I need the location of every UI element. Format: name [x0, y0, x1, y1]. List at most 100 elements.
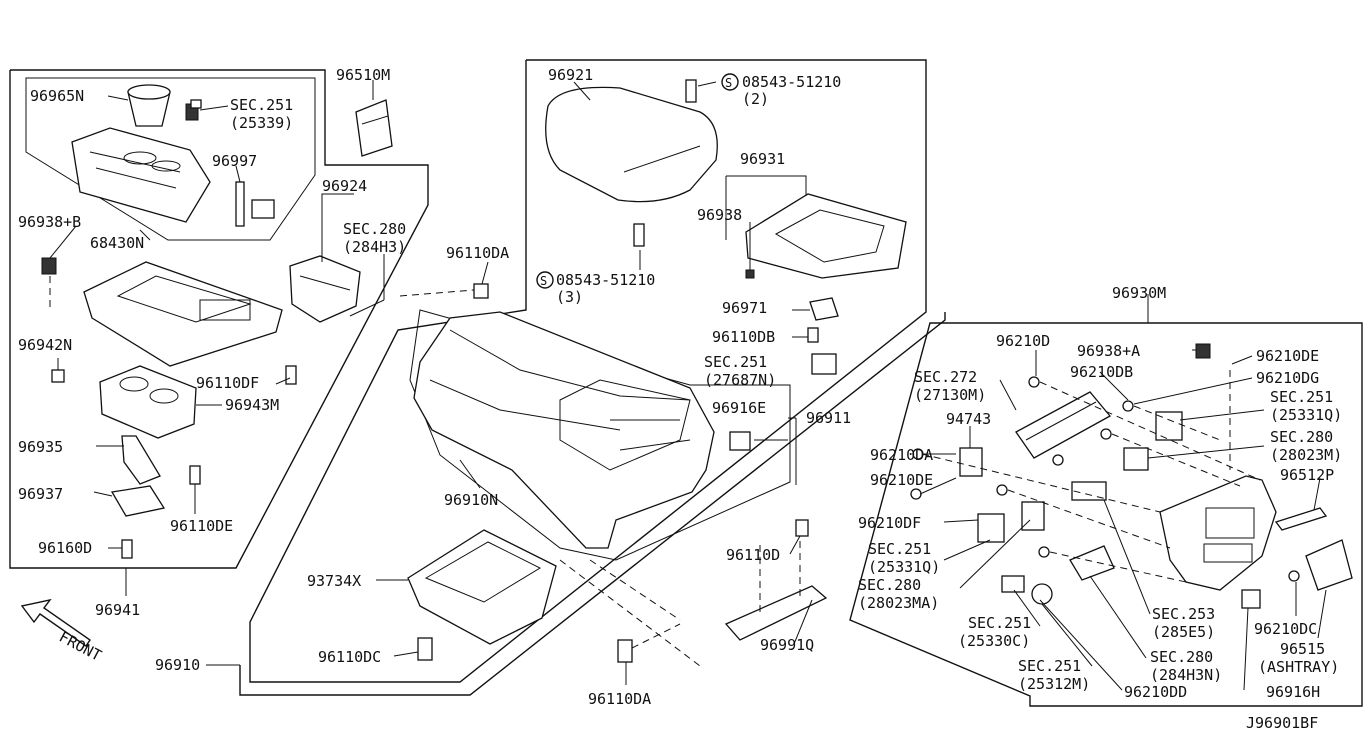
label-96991Q: 96991Q — [760, 636, 814, 654]
label-bolt-mid: 08543-51210 — [556, 271, 655, 289]
socket-25330C — [1001, 575, 1025, 593]
screw-96942N — [51, 369, 65, 383]
label-96943M: 96943M — [225, 396, 279, 414]
label-96110DE-left: 96110DE — [170, 517, 233, 535]
label-96942N: 96942N — [18, 336, 72, 354]
label-96997: 96997 — [212, 152, 257, 170]
label-96916H: 96916H — [1266, 683, 1320, 701]
label-96921: 96921 — [548, 66, 593, 84]
label-sec251-a-sub: (25339) — [230, 114, 293, 132]
finisher-68430N — [71, 127, 211, 223]
unit-28023M — [1123, 447, 1149, 471]
label-96210DC-right: 96210DC — [1254, 620, 1317, 638]
label-96210DB-right: 96210DB — [1070, 363, 1133, 381]
label-96110DF-left: 96110DF — [196, 374, 259, 392]
label-96911: 96911 — [806, 409, 851, 427]
label-bolt-mid-qty: (3) — [556, 288, 583, 306]
label-sec272: SEC.272 — [914, 368, 977, 386]
label-sec253: SEC.253 — [1152, 605, 1215, 623]
unit-28023MA — [1021, 501, 1045, 531]
label-sec272-sub: (27130M) — [914, 386, 986, 404]
label-96971: 96971 — [722, 299, 767, 317]
label-96110DA-bottom: 96110DA — [588, 690, 651, 708]
screw-96110DC-left — [417, 637, 433, 661]
panel-96512P — [1274, 507, 1328, 531]
label-96110DA-top: 96110DA — [446, 244, 509, 262]
bracket-96924 — [289, 255, 361, 323]
svg-text:S: S — [725, 76, 732, 90]
clip-96916E — [729, 431, 751, 451]
label-sec280-d: SEC.280 — [1150, 648, 1213, 666]
label-sec251-f: SEC.251 — [1018, 657, 1081, 675]
part-labels: 96965N SEC.251 (25339) 96997 96510M 9692… — [18, 66, 1342, 732]
cupholder-96943M — [99, 365, 197, 439]
screw-96110DF-left — [285, 365, 297, 385]
console-body-96910N — [413, 311, 715, 549]
label-96210DA-right: 96210DA — [870, 446, 933, 464]
label-96210DE-right: 96210DE — [1256, 347, 1319, 365]
storage-bin-93734X — [407, 529, 557, 645]
bracket-96937 — [110, 485, 166, 517]
label-sec280-a-sub: (284H3) — [343, 238, 406, 256]
screw-96160D — [121, 539, 133, 559]
label-sec251-a: SEC.251 — [230, 96, 293, 114]
clip-25339 — [185, 99, 202, 121]
bracket-96510M — [355, 99, 393, 157]
bolt-96110DA-top — [399, 283, 489, 299]
label-96937: 96937 — [18, 485, 63, 503]
screw-96110DE-left — [189, 465, 201, 485]
label-96930M: 96930M — [1112, 284, 1166, 302]
label-sec251-d-sub: (25331Q) — [868, 558, 940, 576]
label-sec280-a: SEC.280 — [343, 220, 406, 238]
dash-leader-bin2 — [559, 559, 701, 667]
bracket-96935 — [121, 435, 161, 485]
right-group-frame — [849, 322, 1363, 707]
label-96965N: 96965N — [30, 87, 84, 105]
label-96938: 96938 — [697, 206, 742, 224]
bolt-symbol-icon-mid: S — [536, 271, 554, 289]
label-sec253-sub: (285E5) — [1152, 623, 1215, 641]
label-96160D: 96160D — [38, 539, 92, 557]
climate-unit-27130M — [1015, 391, 1112, 459]
connector-27687N — [811, 353, 837, 375]
front-panel — [1159, 475, 1277, 591]
label-96110DC-left: 96110DC — [318, 648, 381, 666]
unit-284H3N — [1069, 545, 1115, 581]
svg-text:S: S — [540, 274, 547, 288]
label-sec280-b-sub: (28023M) — [1270, 446, 1342, 464]
bracket-96210DG — [1071, 481, 1107, 501]
clip-96916H — [1241, 589, 1261, 609]
latch-96971 — [809, 297, 839, 321]
label-sec251-b: SEC.251 — [704, 353, 767, 371]
clip-96938B — [41, 257, 57, 310]
label-96910: 96910 — [155, 656, 200, 674]
bolt-top — [685, 79, 697, 103]
clip-96938A — [1195, 343, 1211, 359]
label-96210DE-mid: 96210DE — [870, 471, 933, 489]
switch-25331Q-right — [1155, 411, 1183, 441]
screw-96110DA-bottom — [617, 623, 681, 663]
left-group-frame — [9, 69, 429, 569]
label-96110D: 96110D — [726, 546, 780, 564]
label-94743: 94743 — [946, 410, 991, 428]
label-sec280-c: SEC.280 — [858, 576, 921, 594]
screw-96110DB — [807, 327, 819, 343]
pad-96931 — [745, 193, 907, 279]
label-96515-sub: (ASHTRAY) — [1258, 658, 1339, 676]
connector-96997 — [235, 181, 275, 227]
label-sec251-c-sub: (25331Q) — [1270, 406, 1342, 424]
label-96210DG: 96210DG — [1256, 369, 1319, 387]
label-96924: 96924 — [322, 177, 367, 195]
label-93734X: 93734X — [307, 572, 361, 590]
label-sec251-e: SEC.251 — [968, 614, 1031, 632]
switch-94743 — [959, 447, 983, 477]
label-96931: 96931 — [740, 150, 785, 168]
label-96916E: 96916E — [712, 399, 766, 417]
label-sec280-c-sub: (28023MA) — [858, 594, 939, 612]
label-96935: 96935 — [18, 438, 63, 456]
front-arrow-icon — [20, 598, 91, 647]
label-sec280-b: SEC.280 — [1270, 428, 1333, 446]
console-finisher-top — [83, 261, 283, 367]
